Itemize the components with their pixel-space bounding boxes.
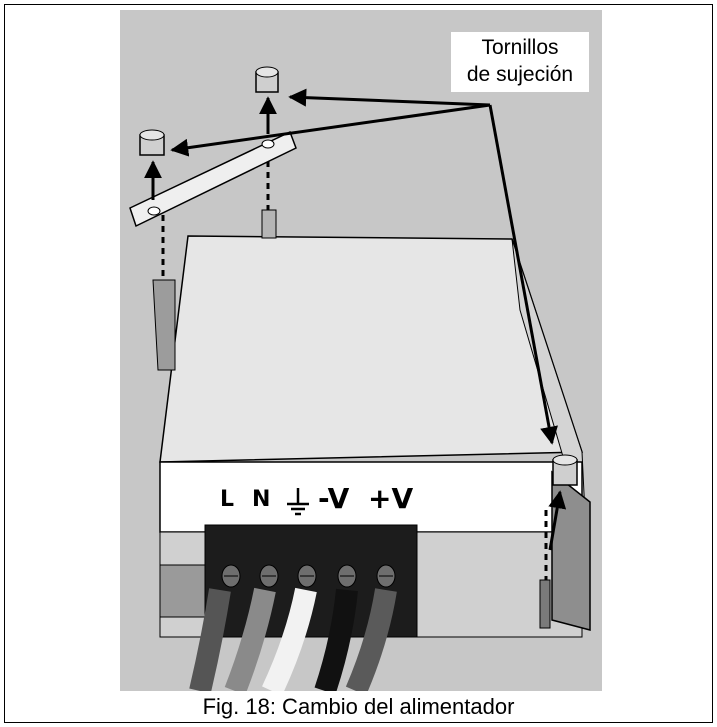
nut-right xyxy=(552,454,578,486)
terminal-label-n: N xyxy=(252,487,270,512)
cable-n xyxy=(224,587,276,691)
bracket-plate xyxy=(129,130,297,228)
cable-pos xyxy=(345,588,397,691)
figure-caption: Fig. 18: Cambio del alimentador xyxy=(202,694,515,719)
callout-line-1: Tornillos xyxy=(481,36,559,59)
standoff-left xyxy=(152,279,176,371)
cable-l xyxy=(189,588,231,691)
nut-left xyxy=(139,129,165,156)
mounting-tab-left xyxy=(159,564,206,618)
nut-center xyxy=(255,66,279,93)
callout-box: Tornillos de sujeción xyxy=(451,32,589,92)
standoff-center xyxy=(261,209,277,239)
power-supply-illustration: L N -V +V xyxy=(120,10,602,691)
terminal-label-pos-v: +V xyxy=(368,482,413,515)
callout-arrows xyxy=(170,88,558,445)
standoff-right xyxy=(539,579,551,629)
terminal-label-l: L xyxy=(220,487,234,512)
cable-neg xyxy=(314,588,358,691)
callout-line-2: de sujeción xyxy=(466,63,574,86)
cable-ground xyxy=(262,587,317,691)
ground-symbol xyxy=(287,488,309,516)
figure-frame xyxy=(4,4,713,723)
terminal-screws xyxy=(221,564,396,588)
right-bracket xyxy=(551,470,591,631)
terminal-label-neg-v: -V xyxy=(318,482,350,515)
